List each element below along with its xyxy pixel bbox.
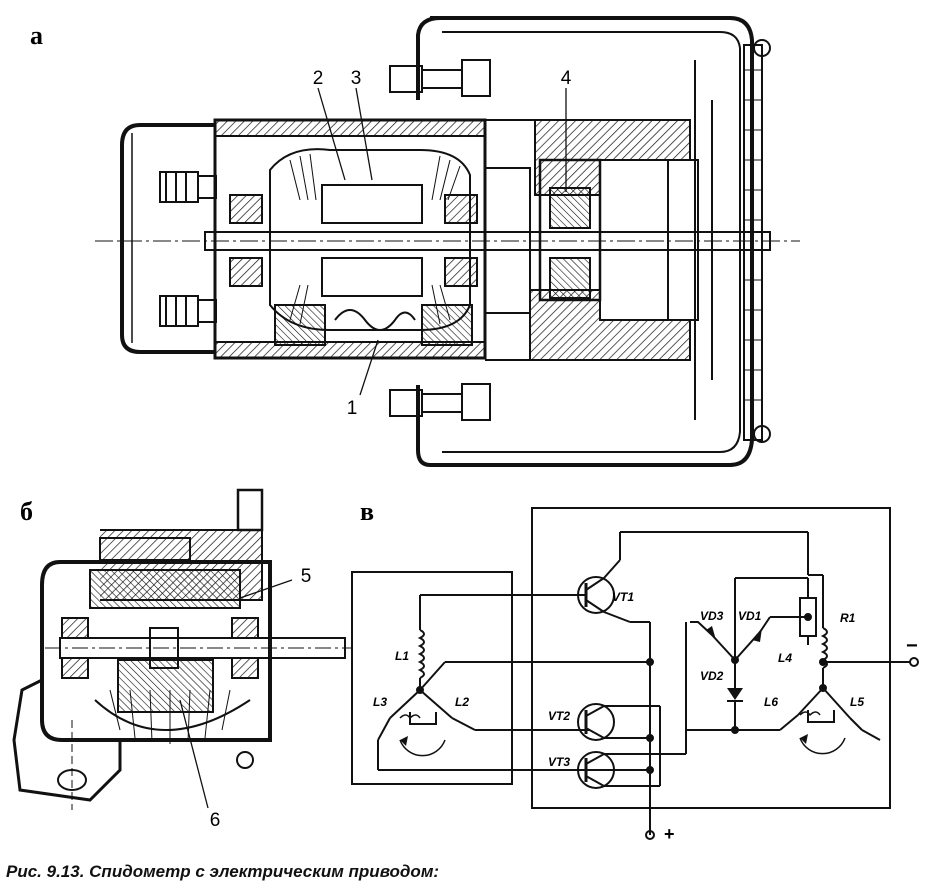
callout-4: 4 [561, 68, 572, 89]
terminal-minus-label: − [906, 635, 918, 657]
panel-b-drawing [12, 488, 352, 810]
terminal-plus-label: + [664, 824, 675, 844]
panel-a-drawing [95, 16, 800, 467]
callout-5: 5 [301, 566, 312, 587]
label-vt3: VT3 [548, 755, 570, 769]
label-vd3: VD3 [700, 609, 724, 623]
callout-1: 1 [347, 398, 358, 419]
label-l3: L3 [373, 695, 387, 709]
label-r1: R1 [840, 611, 856, 625]
callout-2: 2 [313, 68, 324, 89]
panel-a-letter: а [30, 21, 43, 50]
panel-c-schematic [351, 507, 919, 840]
callout-6: 6 [210, 810, 221, 831]
label-l6: L6 [764, 695, 778, 709]
label-l5: L5 [850, 695, 864, 709]
label-vt2: VT2 [548, 709, 570, 723]
label-l1: L1 [395, 649, 409, 663]
indicator-frame [531, 507, 891, 809]
label-vd1: VD1 [738, 609, 762, 623]
label-l2: L2 [455, 695, 469, 709]
panel-b-letter: б [20, 497, 33, 526]
label-vd2: VD2 [700, 669, 724, 683]
panel-c-letter: в [360, 497, 374, 526]
callout-3: 3 [351, 68, 362, 89]
sensor-frame [351, 571, 513, 785]
figure-caption: Рис. 9.13. Спидометр с электрическим при… [6, 862, 440, 881]
label-l4: L4 [778, 651, 792, 665]
label-vt1: VT1 [612, 590, 634, 604]
